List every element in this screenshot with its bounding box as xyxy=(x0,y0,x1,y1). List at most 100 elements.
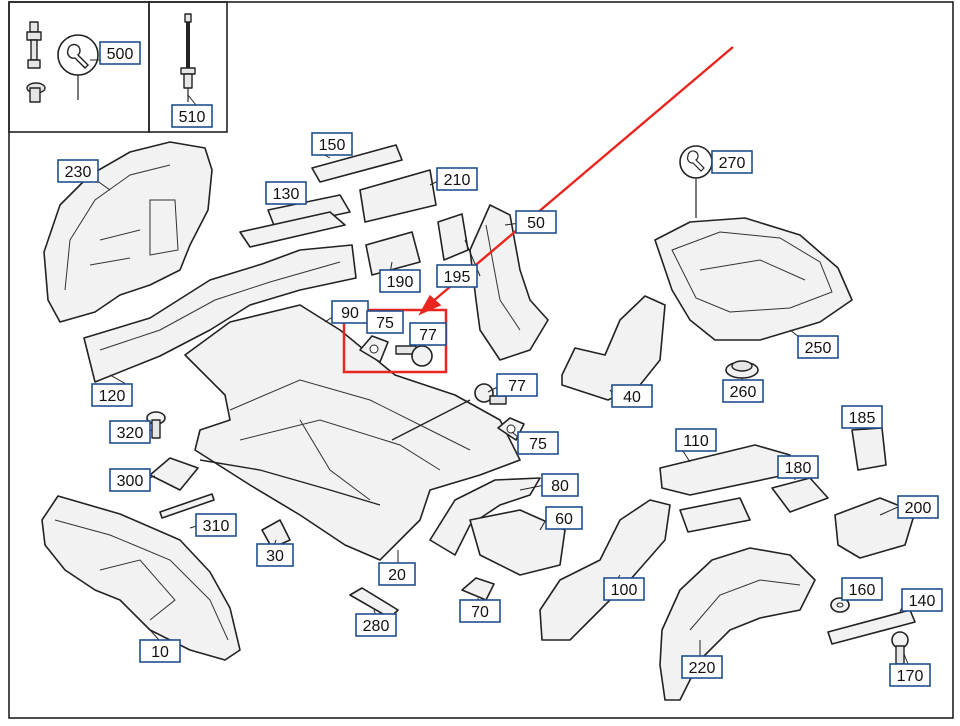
svg-text:270: 270 xyxy=(719,155,746,172)
part-210-bracket xyxy=(359,169,437,223)
part-130-lower-rail xyxy=(239,211,346,248)
long-bolt-illustration xyxy=(180,13,196,102)
callout-210: 210 xyxy=(436,167,478,191)
svg-text:90: 90 xyxy=(341,305,359,322)
callout-120: 120 xyxy=(91,383,133,407)
svg-text:195: 195 xyxy=(444,269,471,286)
part-75-nut-plate-upper xyxy=(359,335,389,363)
callout-60: 60 xyxy=(545,506,583,530)
part-110-lower-rail xyxy=(679,497,751,533)
svg-text:320: 320 xyxy=(117,425,144,442)
inset-box-510 xyxy=(148,1,228,133)
svg-text:10: 10 xyxy=(151,644,169,661)
callout-220: 220 xyxy=(681,655,723,679)
part-270-wrench-icon xyxy=(679,145,713,218)
callout-230: 230 xyxy=(57,159,99,183)
part-150-rail xyxy=(311,144,403,183)
part-230-wheel-arch-panel xyxy=(43,141,213,323)
callout-510: 510 xyxy=(171,104,213,128)
svg-text:200: 200 xyxy=(905,500,932,517)
callout-195: 195 xyxy=(436,264,478,288)
callout-260: 260 xyxy=(722,379,764,403)
part-60-bracket xyxy=(469,509,566,576)
svg-text:210: 210 xyxy=(444,172,471,189)
svg-text:220: 220 xyxy=(689,660,716,677)
part-40-panel xyxy=(561,295,666,401)
svg-text:150: 150 xyxy=(319,137,346,154)
callout-20: 20 xyxy=(378,562,416,586)
svg-text:50: 50 xyxy=(527,215,545,232)
svg-text:40: 40 xyxy=(623,389,641,406)
part-250-spare-wheel-well xyxy=(654,217,853,341)
part-300-pad xyxy=(149,457,199,491)
part-280-strip xyxy=(349,587,399,619)
callout-10: 10 xyxy=(139,639,181,663)
callout-90: 90 xyxy=(331,300,369,324)
diagram-frame xyxy=(8,1,954,719)
svg-text:260: 260 xyxy=(730,384,757,401)
part-200-bracket xyxy=(834,497,916,559)
callout-170: 170 xyxy=(889,663,931,687)
callout-75-lower: 75 xyxy=(517,431,559,455)
svg-text:70: 70 xyxy=(471,604,489,621)
svg-text:77: 77 xyxy=(508,378,526,395)
svg-text:130: 130 xyxy=(273,186,300,203)
part-100-inner-panel xyxy=(539,499,671,641)
part-190-bracket xyxy=(365,231,421,276)
callout-270: 270 xyxy=(711,150,753,174)
bolt-set-illustration xyxy=(26,21,46,103)
callout-50: 50 xyxy=(515,210,557,234)
svg-text:75: 75 xyxy=(376,315,394,332)
svg-text:190: 190 xyxy=(387,274,414,291)
callout-40: 40 xyxy=(611,384,653,408)
svg-text:140: 140 xyxy=(909,593,936,610)
svg-text:230: 230 xyxy=(65,164,92,181)
svg-text:500: 500 xyxy=(107,46,134,63)
part-185-bracket xyxy=(851,427,887,471)
highlight-arrow-head xyxy=(418,294,442,316)
svg-text:185: 185 xyxy=(849,410,876,427)
svg-text:170: 170 xyxy=(897,668,924,685)
part-320-clip xyxy=(146,411,166,439)
callout-labels: 500 510 230 150 130 210 270 50 190 195 9… xyxy=(57,41,943,687)
callout-100: 100 xyxy=(603,577,645,601)
part-50-pillar-bracket xyxy=(469,204,549,361)
svg-text:300: 300 xyxy=(117,473,144,490)
part-195-bracket xyxy=(437,213,469,261)
svg-text:120: 120 xyxy=(99,388,126,405)
svg-text:75: 75 xyxy=(529,436,547,453)
part-180-bracket xyxy=(771,477,829,513)
callout-250: 250 xyxy=(797,335,839,359)
part-120-longitudinal-member xyxy=(83,244,357,383)
callout-130: 130 xyxy=(265,181,307,205)
part-80-side-member xyxy=(429,477,541,556)
callout-500: 500 xyxy=(99,41,141,65)
part-140-bar xyxy=(827,609,916,645)
part-310-rod xyxy=(159,493,215,519)
svg-text:310: 310 xyxy=(203,518,230,535)
svg-text:77: 77 xyxy=(419,327,437,344)
svg-text:80: 80 xyxy=(551,478,569,495)
part-30-bracket xyxy=(261,519,291,549)
callout-320: 320 xyxy=(109,420,151,444)
callout-300: 300 xyxy=(109,468,151,492)
callout-110: 110 xyxy=(675,428,717,452)
callout-77-lower: 77 xyxy=(496,373,538,397)
svg-text:100: 100 xyxy=(611,582,638,599)
callout-150: 150 xyxy=(311,132,353,156)
part-160-washer xyxy=(830,597,850,613)
part-20-floor-pan xyxy=(184,304,521,561)
svg-text:60: 60 xyxy=(555,511,573,528)
callout-80: 80 xyxy=(541,473,579,497)
callout-140: 140 xyxy=(901,588,943,612)
part-70-mount xyxy=(461,577,495,601)
part-77-bolt-lower xyxy=(474,383,507,405)
svg-text:280: 280 xyxy=(363,618,390,635)
part-10-rear-panel xyxy=(41,495,241,661)
part-110-rail xyxy=(659,444,791,496)
callout-180: 180 xyxy=(777,455,819,479)
svg-text:510: 510 xyxy=(179,109,206,126)
callout-77-upper: 77 xyxy=(409,322,447,346)
callout-280: 280 xyxy=(355,613,397,637)
